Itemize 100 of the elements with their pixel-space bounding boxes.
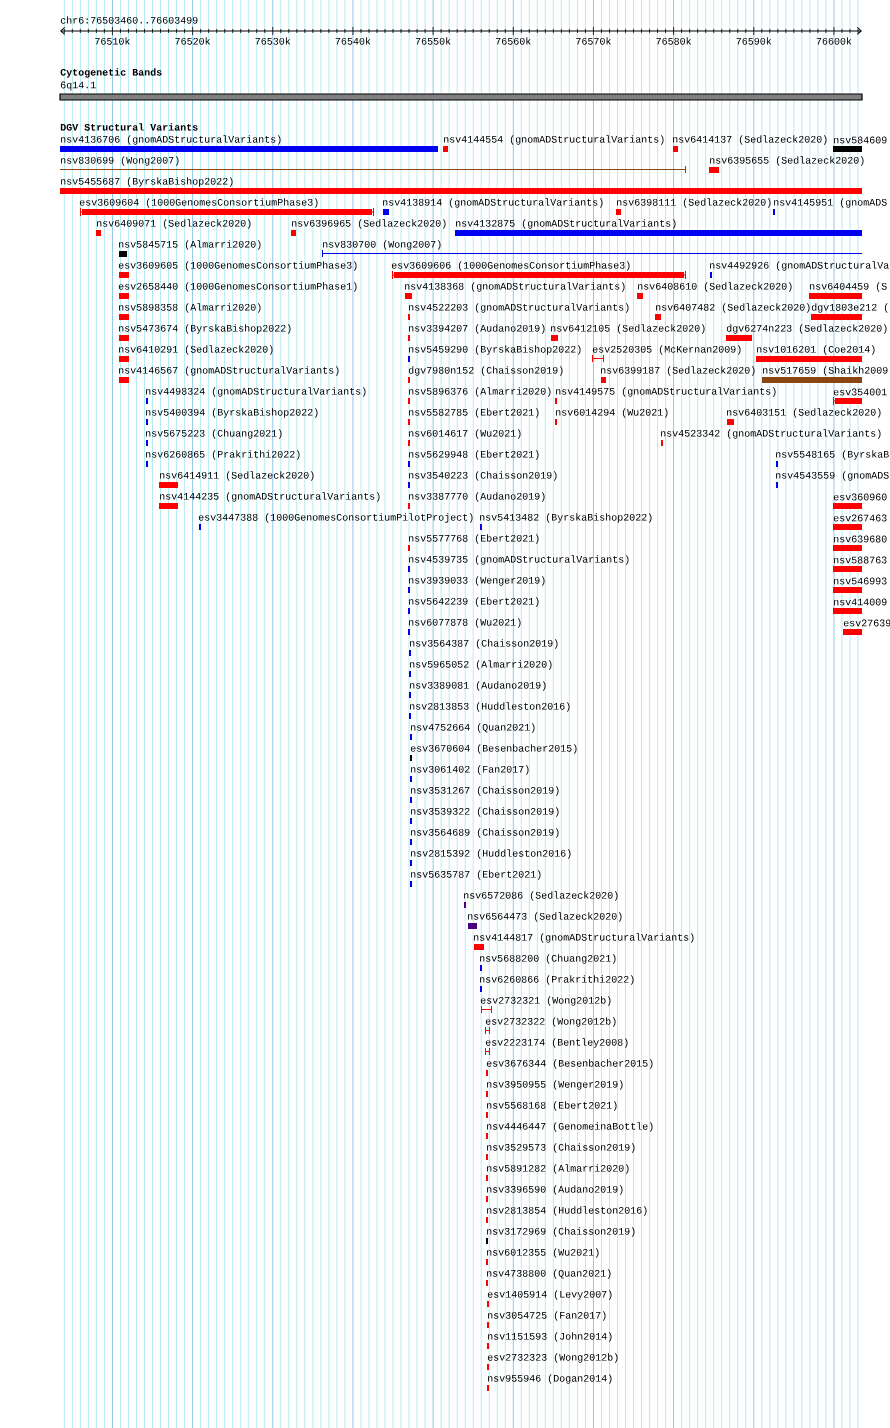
variant-label: nsv639680 (834, 535, 887, 543)
variant-label: nsv6014617 (Wu2021) (409, 429, 521, 439)
tick-label: 76580k (656, 37, 692, 45)
variant-label: esv3670604 (Besenbacher2015) (410, 744, 577, 754)
tick-label: 76520k (175, 37, 211, 45)
variant-label: nsv6399187 (Sedlazeck2020) (601, 366, 755, 376)
variant-label: nsv3396590 (Audano2019) (487, 1185, 623, 1195)
variant-label: dgv1803e212 ( (811, 303, 888, 313)
variant-label: nsv5896376 (Almarri2020) (409, 387, 551, 397)
variant-label: nsv3564689 (Chaisson2019) (411, 828, 559, 838)
variant-label: nsv6412105 (Sedlazeck2020) (551, 324, 705, 334)
variant-label: nsv517659 (Shaikh2009 (763, 366, 888, 376)
variant-label: nsv6260866 (Prakrithi2022) (480, 975, 634, 985)
band-label: 6q14.1 (60, 81, 96, 91)
variant-label: nsv4138914 (gnomADStructuralVariants) (383, 198, 603, 208)
variant-label: nsv3054725 (Fan2017) (488, 1311, 606, 1321)
variant-label: nsv5635787 (Ebert2021) (411, 870, 541, 880)
track-title: DGV Structural Variants (60, 123, 198, 131)
variant-label: nsv5688200 (Chuang2021) (480, 954, 616, 964)
tick-label: 76510k (95, 37, 130, 45)
variant-label: nsv5548165 (ByrskaB (776, 450, 889, 460)
variant-label: nsv5675223 (Chuang2021) (146, 429, 282, 439)
variant-label: esv2732323 (Wong2012b) (487, 1353, 618, 1363)
variant-label: nsv5891282 (Almarri2020) (487, 1164, 629, 1174)
variant-label: nsv4149575 (gnomADStructuralVariants) (556, 387, 776, 397)
variant-label: nsv4492926 (gnomADStructuralVa (710, 261, 889, 271)
variant-label: nsv1016201 (Coe2014) (757, 345, 875, 355)
tick-label: 76590k (736, 37, 772, 45)
variant-label: nsv6396965 (Sedlazeck2020) (292, 219, 446, 229)
variant-label: esv1405914 (Levy2007) (487, 1290, 612, 1300)
variant-label: nsv6414911 (Sedlazeck2020) (160, 471, 314, 481)
variant-label: esv2658440 (1000GenomesConsortiumPhase1) (118, 282, 357, 292)
variant-label: nsv6398111 (Sedlazeck2020) (617, 198, 771, 208)
variant-label: esv360960 (833, 493, 887, 501)
variant-label: nsv955946 (Dogan2014) (488, 1374, 612, 1384)
variant-label: esv3447388 (1000GenomesConsortiumPilotProject) (198, 513, 473, 523)
variant-label: nsv2813853 (Huddleston2016) (410, 702, 570, 712)
variant-label: nsv5577768 (Ebert2021) (409, 534, 539, 544)
variant-label: dgv6274n223 (Sedlazeck2020) (726, 324, 887, 334)
variant-label: nsv414009 (834, 598, 887, 606)
track-title: Cytogenetic Bands (60, 68, 162, 78)
variant-label: nsv3539322 (Chaisson2019) (411, 807, 559, 817)
tick-label: 76550k (415, 37, 451, 45)
variant-label: nsv6414137 (Sedlazeck2020) (673, 135, 827, 145)
variant-label: nsv5568168 (Ebert2021) (487, 1101, 617, 1111)
variant-label: nsv3389081 (Audano2019) (410, 681, 546, 691)
variant-label: nsv5629948 (Ebert2021) (409, 450, 539, 460)
variant-label: esv2223174 (Bentley2008) (485, 1038, 628, 1048)
variant-label: nsv3564387 (Chaisson2019) (410, 639, 558, 649)
variant-label: esv2732321 (Wong2012b) (480, 996, 611, 1006)
variant-label: nsv3531267 (Chaisson2019) (411, 786, 559, 796)
variant-label: nsv4144817 (gnomADStructuralVariants) (474, 933, 694, 943)
variant-label: nsv6014294 (Wu2021) (556, 408, 668, 418)
variant-label: nsv4138368 (gnomADStructuralVariants) (405, 282, 625, 292)
variant-label: nsv6408610 (Sedlazeck2020) (638, 282, 792, 292)
variant-label: nsv6409071 (Sedlazeck2020) (97, 219, 251, 229)
variant-label: nsv2813854 (Huddleston2016) (487, 1206, 647, 1216)
variant-label: nsv5459290 (ByrskaBishop2022) (409, 345, 581, 355)
variant-label: esv267463 (833, 514, 887, 522)
variant-label: nsv4146567 (gnomADStructuralVariants) (119, 366, 339, 376)
variant-label: nsv3387770 (Audano2019) (409, 492, 545, 502)
variant-label: nsv4144554 (gnomADStructuralVariants) (444, 135, 664, 145)
variant-label: nsv830699 (Wong2007) (61, 156, 179, 166)
variant-label: nsv3061402 (Fan2017) (411, 765, 529, 775)
variant-label: nsv2815392 (Huddleston2016) (411, 849, 571, 859)
variant-label: nsv3540223 (Chaisson2019) (409, 471, 557, 481)
variant-label: nsv5898358 (Almarri2020) (119, 303, 261, 313)
variant-label: nsv4522203 (gnomADStructuralVariants) (409, 303, 629, 313)
variant-label: esv3609605 (1000GenomesConsortiumPhase3) (118, 261, 357, 271)
tick-label: 76600k (816, 37, 852, 45)
variant-label: nsv6572086 (Sedlazeck2020) (464, 891, 618, 901)
variant-label: nsv6403151 (Sedlazeck2020) (727, 408, 881, 418)
variant-label: nsv6410291 (Sedlazeck2020) (119, 345, 273, 355)
variant-label: nsv5582785 (Ebert2021) (409, 408, 539, 418)
variant-label: nsv4498324 (gnomADStructuralVariants) (146, 387, 366, 397)
variant-label: dgv7980n152 (Chaisson2019) (408, 366, 563, 376)
tick-label: 76540k (335, 37, 371, 45)
variant-label: nsv5965052 (Almarri2020) (410, 660, 552, 670)
variant-label: nsv5642239 (Ebert2021) (409, 597, 539, 607)
variant-label: nsv6077878 (Wu2021) (409, 618, 521, 628)
variant-label: nsv5845715 (Almarri2020) (119, 240, 261, 250)
variant-label: nsv5400394 (ByrskaBishop2022) (146, 408, 318, 418)
variant-label: nsv4523342 (gnomADStructuralVariants) (661, 429, 881, 439)
tick-label: 76570k (576, 37, 611, 45)
variant-label: nsv584609 (834, 136, 887, 144)
variant-label: nsv5455687 (ByrskaBishop2022) (61, 177, 233, 187)
variant-label: nsv4738800 (Quan2021) (487, 1269, 611, 1279)
variant-label: nsv3950955 (Wenger2019) (487, 1080, 623, 1090)
coordinate-label: chr6:76503460..76603499 (60, 16, 198, 24)
variant-label: nsv4539735 (gnomADStructuralVariants) (409, 555, 629, 565)
variant-label: nsv6012355 (Wu2021) (487, 1248, 599, 1258)
variant-label: nsv4136706 (gnomADStructuralVariants) (61, 135, 281, 145)
variant-label: esv27639 (843, 619, 890, 627)
variant-label: esv3609606 (1000GenomesConsortiumPhase3) (391, 261, 630, 271)
variant-label: nsv4446447 (GenomeinaBottle) (487, 1122, 653, 1132)
variant-label: nsv4752664 (Quan2021) (411, 723, 535, 733)
variant-label: nsv3172969 (Chaisson2019) (487, 1227, 635, 1237)
variant-label: nsv5473674 (ByrskaBishop2022) (119, 324, 291, 334)
variant-label: nsv4144235 (gnomADStructuralVariants) (160, 492, 380, 502)
variant-label: nsv1151593 (John2014) (488, 1332, 612, 1342)
